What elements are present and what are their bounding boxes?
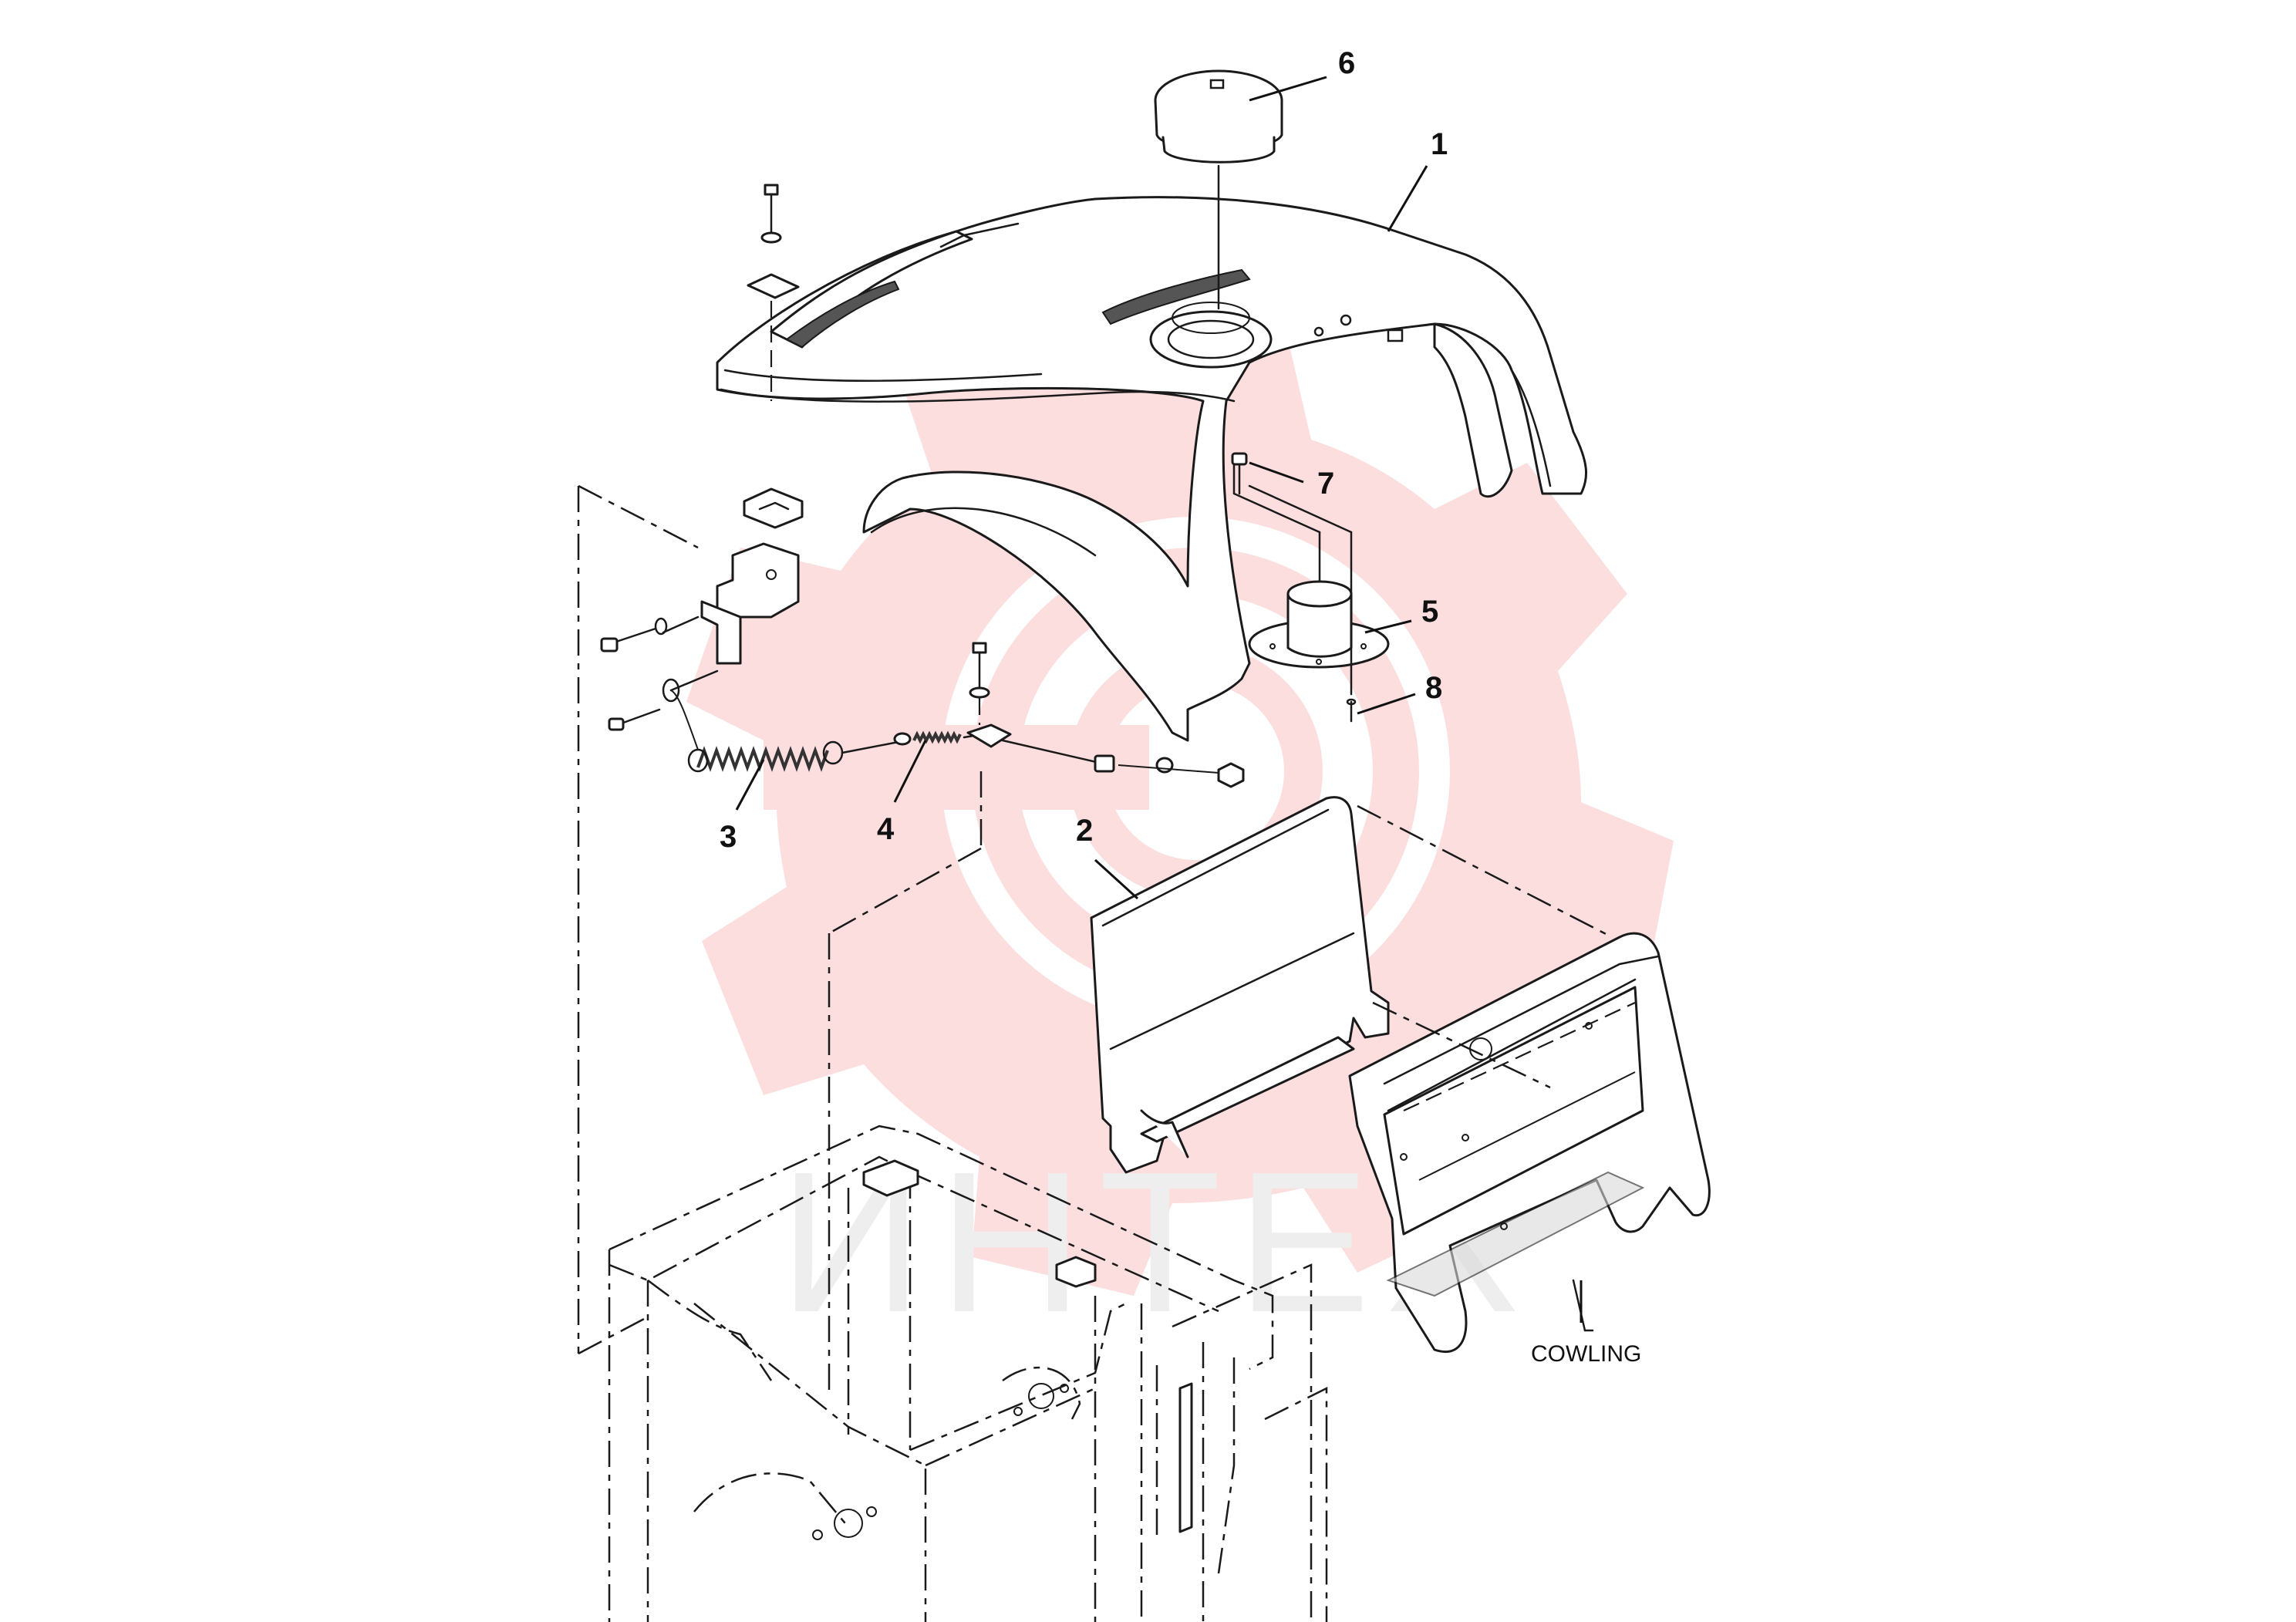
bracket-hardware: [600, 184, 804, 731]
callout-7: 7: [1317, 467, 1334, 501]
callout-5: 5: [1421, 595, 1438, 629]
callout-2: 2: [1076, 814, 1093, 848]
tube-part-5: [1232, 461, 1390, 696]
callout-1: 1: [1431, 127, 1448, 161]
hood-part-1: [716, 196, 1588, 742]
frame-phantom: [608, 1125, 1328, 1622]
screw-part-8: [1346, 698, 1357, 723]
panel-part-2: [1090, 796, 1390, 1174]
callout-6: 6: [1338, 46, 1355, 80]
spring-part-3: [670, 690, 900, 773]
callout-numbers: 1 2 3 4 5 6 7 8 COWLING: [720, 46, 1641, 1367]
callout-3: 3: [720, 820, 737, 854]
callout-4: 4: [877, 812, 895, 846]
fastener-part-7: [1231, 452, 1248, 495]
cap-part-6: [1154, 69, 1283, 310]
callout-leaders: [735, 76, 1583, 1323]
hood-grille: [1101, 268, 1251, 325]
rod-part-4: [893, 642, 1245, 788]
cowling-label: COWLING: [1531, 1341, 1641, 1367]
cowling-part: [1348, 932, 1711, 1353]
callout-8: 8: [1425, 671, 1442, 705]
alignment-lines: [577, 484, 1613, 1396]
